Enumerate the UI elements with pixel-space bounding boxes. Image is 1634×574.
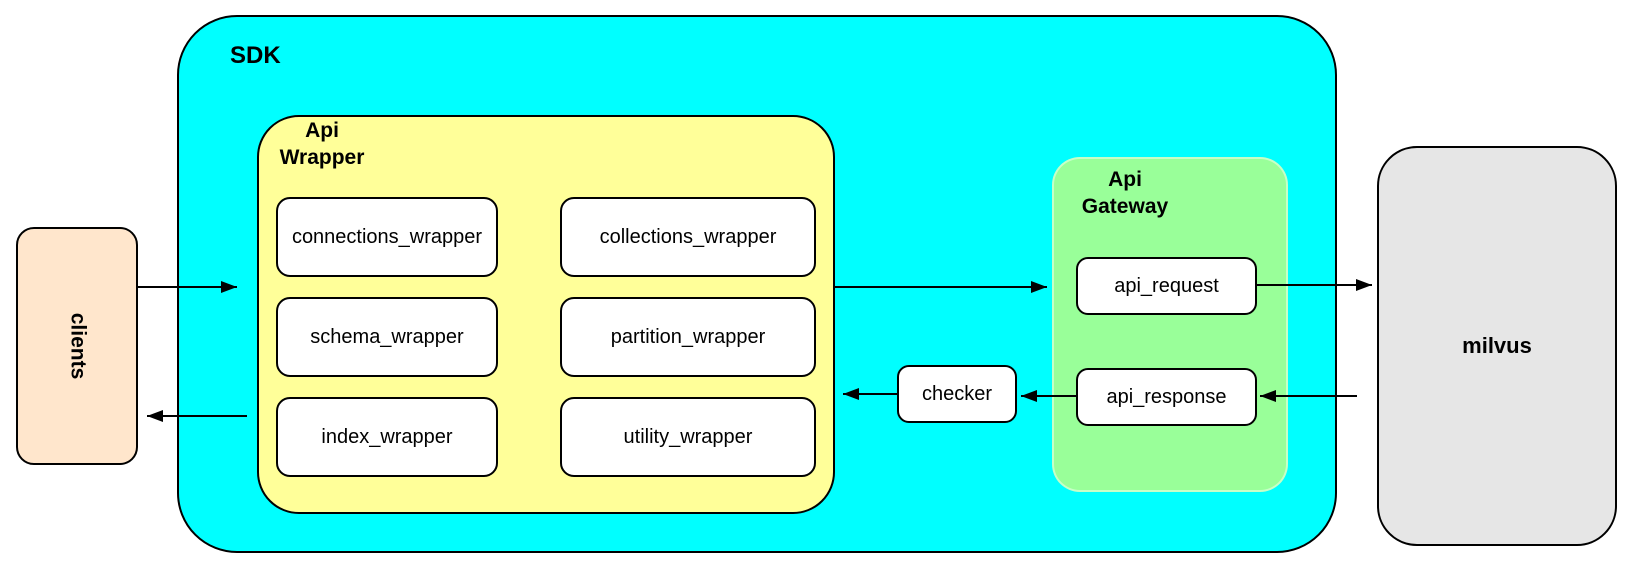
node-schema-wrapper: schema_wrapper bbox=[276, 297, 498, 377]
api-gateway-label: Api Gateway bbox=[1081, 168, 1169, 219]
node-label: milvus bbox=[1462, 333, 1532, 358]
node-label: index_wrapper bbox=[321, 425, 453, 448]
node-utility-wrapper: utility_wrapper bbox=[560, 397, 816, 477]
node-label: utility_wrapper bbox=[623, 425, 753, 448]
node-label: checker bbox=[921, 382, 993, 405]
node-label: connections_wrapper bbox=[291, 225, 483, 248]
api-wrapper-label: Api Wrapper bbox=[279, 119, 365, 170]
node-collections-wrapper: collections_wrapper bbox=[560, 197, 816, 277]
node-label: api_request bbox=[1114, 274, 1219, 297]
node-clients: clients bbox=[16, 227, 138, 465]
node-label: clients bbox=[66, 312, 89, 380]
node-index-wrapper: index_wrapper bbox=[276, 397, 498, 477]
node-api-request: api_request bbox=[1076, 257, 1257, 315]
node-label: api_response bbox=[1106, 385, 1227, 408]
node-label: schema_wrapper bbox=[310, 325, 464, 348]
node-connections-wrapper: connections_wrapper bbox=[276, 197, 498, 277]
node-milvus: milvus bbox=[1377, 146, 1617, 546]
node-partition-wrapper: partition_wrapper bbox=[560, 297, 816, 377]
node-api-response: api_response bbox=[1076, 368, 1257, 426]
api-gateway-container bbox=[1052, 157, 1288, 492]
node-label: partition_wrapper bbox=[610, 325, 766, 348]
sdk-label: SDK bbox=[230, 42, 281, 69]
node-label: collections_wrapper bbox=[599, 225, 777, 248]
node-checker: checker bbox=[897, 365, 1017, 423]
